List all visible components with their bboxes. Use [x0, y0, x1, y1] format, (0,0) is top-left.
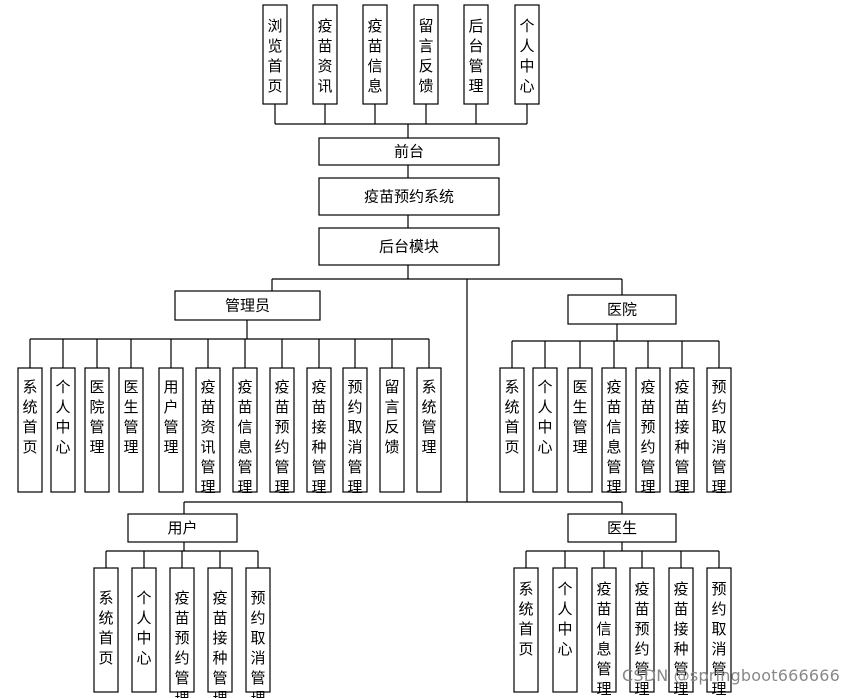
node-label: 疫苗预约管理: [640, 378, 655, 496]
node-h4: 疫苗信息管理: [601, 367, 627, 496]
node-label: 疫苗预约管理: [174, 589, 189, 698]
node-label: 疫苗资讯: [317, 17, 332, 95]
node-fe5: 后台管理: [463, 4, 489, 105]
node-label: 用户: [167, 519, 197, 537]
node-hospital: 医院: [567, 294, 677, 325]
node-h6: 疫苗接种管理: [669, 367, 695, 496]
node-d5: 疫苗接种管理: [668, 567, 694, 698]
node-d4: 疫苗预约管理: [629, 567, 655, 698]
node-label: 疫苗接种管理: [311, 378, 326, 496]
node-label: 个人中心: [557, 580, 572, 658]
node-label: 预约取消管理: [711, 378, 726, 496]
node-label: 医院: [607, 301, 637, 319]
node-label: 系统首页: [22, 378, 37, 456]
node-frontend: 前台: [318, 137, 500, 166]
node-label: 疫苗接种管理: [212, 589, 227, 698]
node-label: 系统首页: [504, 378, 519, 456]
node-a2: 个人中心: [50, 367, 76, 493]
node-label: 系统首页: [98, 589, 113, 667]
node-label: 用户管理: [163, 378, 178, 456]
node-u2: 个人中心: [131, 567, 157, 693]
node-backend: 后台模块: [318, 227, 500, 266]
node-label: 个人中心: [537, 378, 552, 456]
node-label: 预约取消管理: [250, 589, 265, 698]
node-a9: 疫苗接种管理: [306, 367, 332, 496]
node-a10: 预约取消管理: [342, 367, 368, 496]
node-label: 医生: [607, 519, 637, 537]
node-label: 留言反馈: [418, 17, 433, 95]
node-h2: 个人中心: [532, 367, 558, 493]
node-label: 前台: [394, 143, 424, 161]
node-label: 后台管理: [468, 17, 483, 95]
node-label: 个人中心: [136, 589, 151, 667]
node-h7: 预约取消管理: [706, 367, 732, 496]
node-label: 疫苗预约系统: [364, 188, 454, 206]
node-fe1: 浏览首页: [262, 4, 288, 105]
node-a4: 医生管理: [118, 367, 144, 493]
node-a8: 疫苗预约管理: [269, 367, 295, 496]
node-u1: 系统首页: [93, 567, 119, 693]
node-label: 疫苗预约管理: [634, 580, 649, 698]
node-label: 疫苗接种管理: [674, 378, 689, 496]
node-label: 浏览首页: [267, 17, 282, 95]
node-a7: 疫苗信息管理: [232, 367, 258, 496]
node-d6: 预约取消管理: [706, 567, 732, 698]
node-u4: 疫苗接种管理: [207, 567, 233, 698]
node-h3: 医生管理: [567, 367, 593, 493]
node-label: 疫苗信息管理: [596, 580, 611, 698]
node-user: 用户: [127, 513, 238, 543]
node-label: 系统管理: [421, 378, 436, 456]
node-system: 疫苗预约系统: [318, 177, 500, 216]
node-doctor: 医生: [567, 513, 677, 543]
node-label: 系统首页: [518, 580, 533, 658]
node-label: 个人中心: [519, 17, 534, 95]
node-h5: 疫苗预约管理: [635, 367, 661, 496]
node-label: 医生管理: [572, 378, 587, 456]
node-label: 预约取消管理: [711, 580, 726, 698]
node-label: 管理员: [225, 297, 270, 315]
node-d2: 个人中心: [552, 567, 578, 693]
node-label: 个人中心: [55, 378, 70, 456]
node-admin: 管理员: [174, 290, 321, 321]
node-fe4: 留言反馈: [413, 4, 439, 105]
node-fe3: 疫苗信息: [362, 4, 388, 105]
node-a3: 医院管理: [84, 367, 110, 493]
node-d1: 系统首页: [513, 567, 539, 693]
node-u5: 预约取消管理: [245, 567, 271, 698]
node-u3: 疫苗预约管理: [169, 567, 195, 698]
node-label: 疫苗资讯管理: [200, 378, 215, 496]
node-label: 疫苗预约管理: [274, 378, 289, 496]
node-label: 疫苗信息: [367, 17, 382, 95]
node-a11: 留言反馈: [379, 367, 405, 493]
node-label: 留言反馈: [384, 378, 399, 456]
node-label: 医院管理: [89, 378, 104, 456]
node-fe6: 个人中心: [514, 4, 540, 105]
node-h1: 系统首页: [499, 367, 525, 493]
node-a1: 系统首页: [17, 367, 43, 493]
node-label: 后台模块: [379, 238, 439, 256]
node-label: 预约取消管理: [347, 378, 362, 496]
node-a12: 系统管理: [416, 367, 442, 493]
node-fe2: 疫苗资讯: [312, 4, 338, 105]
node-a5: 用户管理: [158, 367, 184, 493]
node-label: 疫苗接种管理: [673, 580, 688, 698]
node-label: 疫苗信息管理: [237, 378, 252, 496]
csdn-watermark: CSDN @springboot666666: [621, 666, 840, 685]
node-label: 疫苗信息管理: [606, 378, 621, 496]
node-d3: 疫苗信息管理: [591, 567, 617, 698]
node-label: 医生管理: [123, 378, 138, 456]
node-a6: 疫苗资讯管理: [195, 367, 221, 496]
